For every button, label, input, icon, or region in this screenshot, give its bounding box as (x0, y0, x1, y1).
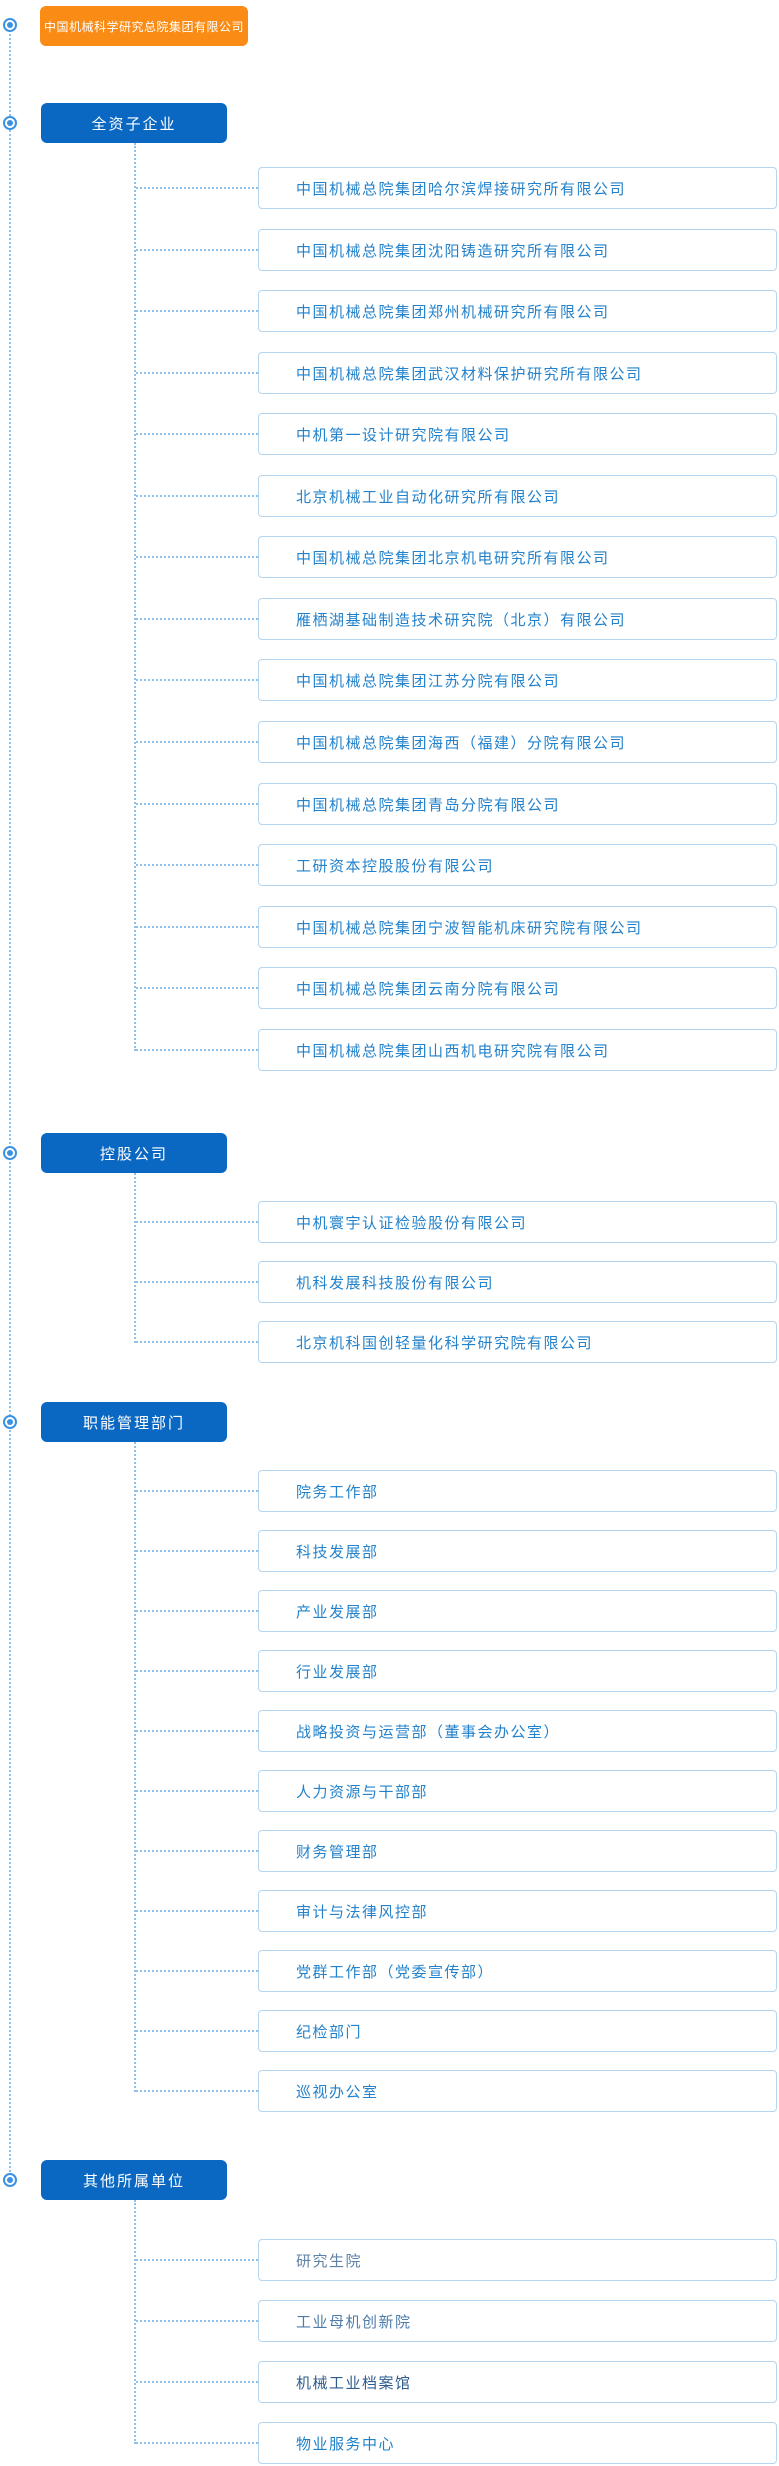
item-node[interactable]: 中国机械总院集团郑州机械研究所有限公司 (258, 290, 777, 332)
item-connector-line (136, 310, 258, 312)
bullet-dot-icon (7, 120, 13, 126)
item-connector-line (136, 1610, 258, 1612)
bullet-dot-icon (7, 1150, 13, 1156)
item-node[interactable]: 北京机械工业自动化研究所有限公司 (258, 475, 777, 517)
tree-bullet-icon[interactable] (3, 116, 17, 130)
item-node[interactable]: 审计与法律风控部 (258, 1890, 777, 1932)
tree-rail-line (9, 25, 11, 2180)
bullet-dot-icon (7, 1419, 13, 1425)
tree-bullet-icon[interactable] (3, 2173, 17, 2187)
section-branch-line (134, 143, 136, 1051)
item-node[interactable]: 中国机械总院集团武汉材料保护研究所有限公司 (258, 352, 777, 394)
item-connector-line (136, 864, 258, 866)
item-connector-line (136, 1341, 258, 1343)
item-node[interactable]: 财务管理部 (258, 1830, 777, 1872)
item-node[interactable]: 中国机械总院集团宁波智能机床研究院有限公司 (258, 906, 777, 948)
item-node[interactable]: 中国机械总院集团哈尔滨焊接研究所有限公司 (258, 167, 777, 209)
item-connector-line (136, 249, 258, 251)
item-connector-line (136, 1910, 258, 1912)
section-node[interactable]: 职能管理部门 (41, 1402, 227, 1442)
item-connector-line (136, 2090, 258, 2092)
item-node[interactable]: 雁栖湖基础制造技术研究院（北京）有限公司 (258, 598, 777, 640)
item-connector-line (136, 926, 258, 928)
item-connector-line (136, 803, 258, 805)
item-connector-line (136, 1970, 258, 1972)
item-connector-line (136, 1281, 258, 1283)
item-connector-line (136, 618, 258, 620)
item-connector-line (136, 2320, 258, 2322)
item-connector-line (136, 1730, 258, 1732)
item-connector-line (136, 1550, 258, 1552)
item-node[interactable]: 产业发展部 (258, 1590, 777, 1632)
item-connector-line (136, 679, 258, 681)
item-node[interactable]: 工业母机创新院 (258, 2300, 777, 2342)
item-node[interactable]: 中机第一设计研究院有限公司 (258, 413, 777, 455)
tree-bullet-icon[interactable] (3, 1415, 17, 1429)
item-node[interactable]: 中国机械总院集团云南分院有限公司 (258, 967, 777, 1009)
item-node[interactable]: 工研资本控股股份有限公司 (258, 844, 777, 886)
bullet-dot-icon (7, 22, 13, 28)
item-connector-line (136, 2381, 258, 2383)
item-node[interactable]: 机械工业档案馆 (258, 2361, 777, 2403)
item-node[interactable]: 中机寰宇认证检验股份有限公司 (258, 1201, 777, 1243)
item-connector-line (136, 2442, 258, 2444)
item-node[interactable]: 中国机械总院集团山西机电研究院有限公司 (258, 1029, 777, 1071)
item-connector-line (136, 495, 258, 497)
item-node[interactable]: 人力资源与干部部 (258, 1770, 777, 1812)
item-node[interactable]: 中国机械总院集团海西（福建）分院有限公司 (258, 721, 777, 763)
tree-bullet-icon[interactable] (3, 1146, 17, 1160)
item-node[interactable]: 机科发展科技股份有限公司 (258, 1261, 777, 1303)
item-node[interactable]: 纪检部门 (258, 2010, 777, 2052)
item-connector-line (136, 187, 258, 189)
item-connector-line (136, 1790, 258, 1792)
item-connector-line (136, 1490, 258, 1492)
item-connector-line (136, 1049, 258, 1051)
section-branch-line (134, 2200, 136, 2444)
item-node[interactable]: 物业服务中心 (258, 2422, 777, 2464)
section-branch-line (134, 1173, 136, 1343)
item-node[interactable]: 战略投资与运营部（董事会办公室） (258, 1710, 777, 1752)
item-node[interactable]: 科技发展部 (258, 1530, 777, 1572)
item-connector-line (136, 372, 258, 374)
item-node[interactable]: 中国机械总院集团北京机电研究所有限公司 (258, 536, 777, 578)
item-node[interactable]: 院务工作部 (258, 1470, 777, 1512)
item-connector-line (136, 2030, 258, 2032)
section-branch-line (134, 1442, 136, 2092)
item-connector-line (136, 741, 258, 743)
item-connector-line (136, 2259, 258, 2261)
item-node[interactable]: 行业发展部 (258, 1650, 777, 1692)
item-connector-line (136, 1221, 258, 1223)
item-node[interactable]: 北京机科国创轻量化科学研究院有限公司 (258, 1321, 777, 1363)
item-connector-line (136, 433, 258, 435)
tree-bullet-icon[interactable] (3, 18, 17, 32)
item-node[interactable]: 党群工作部（党委宣传部） (258, 1950, 777, 1992)
section-node[interactable]: 全资子企业 (41, 103, 227, 143)
item-connector-line (136, 1850, 258, 1852)
item-node[interactable]: 中国机械总院集团江苏分院有限公司 (258, 659, 777, 701)
section-node[interactable]: 其他所属单位 (41, 2160, 227, 2200)
root-node[interactable]: 中国机械科学研究总院集团有限公司 (40, 6, 248, 46)
item-connector-line (136, 1670, 258, 1672)
item-connector-line (136, 987, 258, 989)
item-node[interactable]: 巡视办公室 (258, 2070, 777, 2112)
section-node[interactable]: 控股公司 (41, 1133, 227, 1173)
item-connector-line (136, 556, 258, 558)
item-node[interactable]: 研究生院 (258, 2239, 777, 2281)
item-node[interactable]: 中国机械总院集团沈阳铸造研究所有限公司 (258, 229, 777, 271)
item-node[interactable]: 中国机械总院集团青岛分院有限公司 (258, 783, 777, 825)
bullet-dot-icon (7, 2177, 13, 2183)
